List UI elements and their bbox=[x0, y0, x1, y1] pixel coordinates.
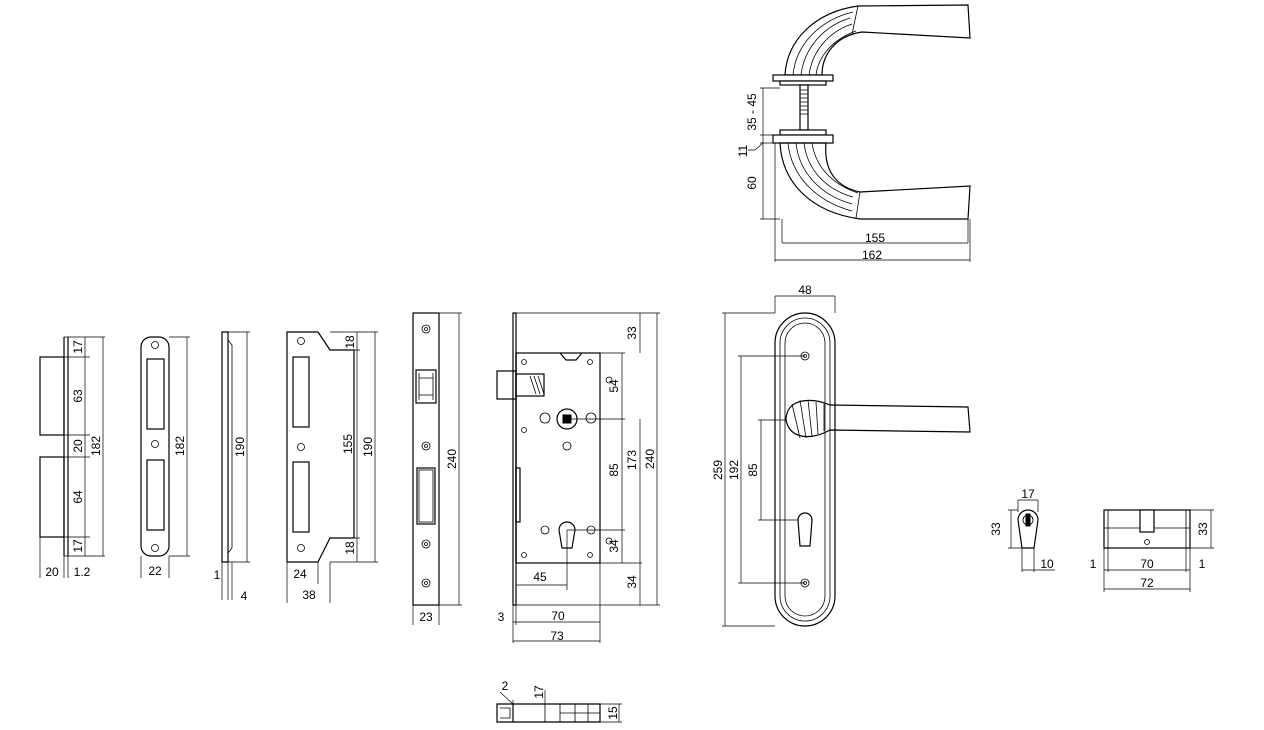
dim-22: 22 bbox=[148, 564, 162, 578]
dim-240: 240 bbox=[643, 449, 657, 469]
strike-plate-split: 17 63 20 182 64 17 20 1.2 bbox=[39, 336, 105, 579]
dim-1: 1 bbox=[214, 568, 221, 582]
strike-plate-profile: 190 1 4 bbox=[214, 331, 250, 603]
lock-body: 33 54 85 173 240 34 34 45 3 70 73 bbox=[496, 312, 660, 643]
cylinder-front-view: 1 70 1 33 72 bbox=[1090, 509, 1214, 592]
dim-54: 54 bbox=[607, 379, 621, 393]
dim-34a: 34 bbox=[607, 539, 621, 553]
handle-plate-front: 48 259 192 85 bbox=[711, 283, 971, 627]
dim-35-45: 35 - 45 bbox=[745, 93, 759, 131]
dim-173: 173 bbox=[625, 450, 639, 470]
dim-70: 70 bbox=[551, 609, 565, 623]
cylinder-side-view: 17 33 10 bbox=[989, 487, 1055, 572]
dim-45: 45 bbox=[533, 570, 547, 584]
dim-33: 33 bbox=[625, 326, 639, 340]
dim-73: 73 bbox=[550, 629, 564, 643]
dim-63: 63 bbox=[71, 389, 85, 403]
dim-33: 33 bbox=[989, 522, 1003, 536]
dim-11: 11 bbox=[736, 144, 750, 157]
dim-85: 85 bbox=[607, 463, 621, 477]
dim-38: 38 bbox=[302, 588, 316, 602]
dim-24: 24 bbox=[293, 567, 307, 581]
dim-190: 190 bbox=[233, 437, 247, 457]
strike-plate-lip: 18 155 190 18 24 38 bbox=[286, 331, 378, 603]
dim-192: 192 bbox=[727, 460, 741, 480]
dim-240: 240 bbox=[445, 449, 459, 469]
strike-plate-rounded: 182 22 bbox=[140, 336, 190, 578]
lock-faceplate: 240 23 bbox=[412, 312, 462, 625]
dim-190: 190 bbox=[361, 437, 375, 457]
dim-1b: 1 bbox=[1199, 557, 1206, 571]
dim-20: 20 bbox=[71, 439, 85, 453]
lever-handle-side-view: 35 - 45 11 60 155 162 bbox=[736, 4, 971, 262]
dim-72: 72 bbox=[1140, 576, 1154, 590]
dim-155: 155 bbox=[341, 434, 355, 454]
dim-15: 15 bbox=[606, 706, 620, 720]
dim-23: 23 bbox=[419, 610, 433, 624]
dim-162: 162 bbox=[862, 248, 882, 262]
dim-17: 17 bbox=[1021, 487, 1035, 501]
dim-20w: 20 bbox=[45, 565, 59, 579]
dim-182: 182 bbox=[89, 436, 103, 456]
dim-64: 64 bbox=[71, 490, 85, 504]
dim-60: 60 bbox=[745, 176, 759, 190]
dim-85: 85 bbox=[746, 463, 760, 477]
dim-4: 4 bbox=[241, 589, 248, 603]
dim-18b: 18 bbox=[343, 541, 357, 555]
dim-259: 259 bbox=[711, 460, 725, 480]
dim-34b: 34 bbox=[625, 575, 639, 589]
dim-17a: 17 bbox=[71, 340, 85, 354]
dim-18a: 18 bbox=[343, 335, 357, 349]
dim-70: 70 bbox=[1140, 557, 1154, 571]
dim-182: 182 bbox=[173, 436, 187, 456]
dim-2: 2 bbox=[502, 679, 509, 693]
dim-33: 33 bbox=[1196, 522, 1210, 536]
dim-48: 48 bbox=[798, 283, 812, 297]
dim-3: 3 bbox=[498, 610, 505, 624]
dim-17: 17 bbox=[532, 685, 546, 699]
dim-155: 155 bbox=[865, 231, 885, 245]
bolt-detail: 2 17 15 bbox=[496, 679, 622, 723]
dim-17b: 17 bbox=[71, 539, 85, 553]
dim-1a: 1 bbox=[1090, 557, 1097, 571]
dim-1-2: 1.2 bbox=[74, 565, 91, 579]
dim-10: 10 bbox=[1040, 557, 1054, 571]
